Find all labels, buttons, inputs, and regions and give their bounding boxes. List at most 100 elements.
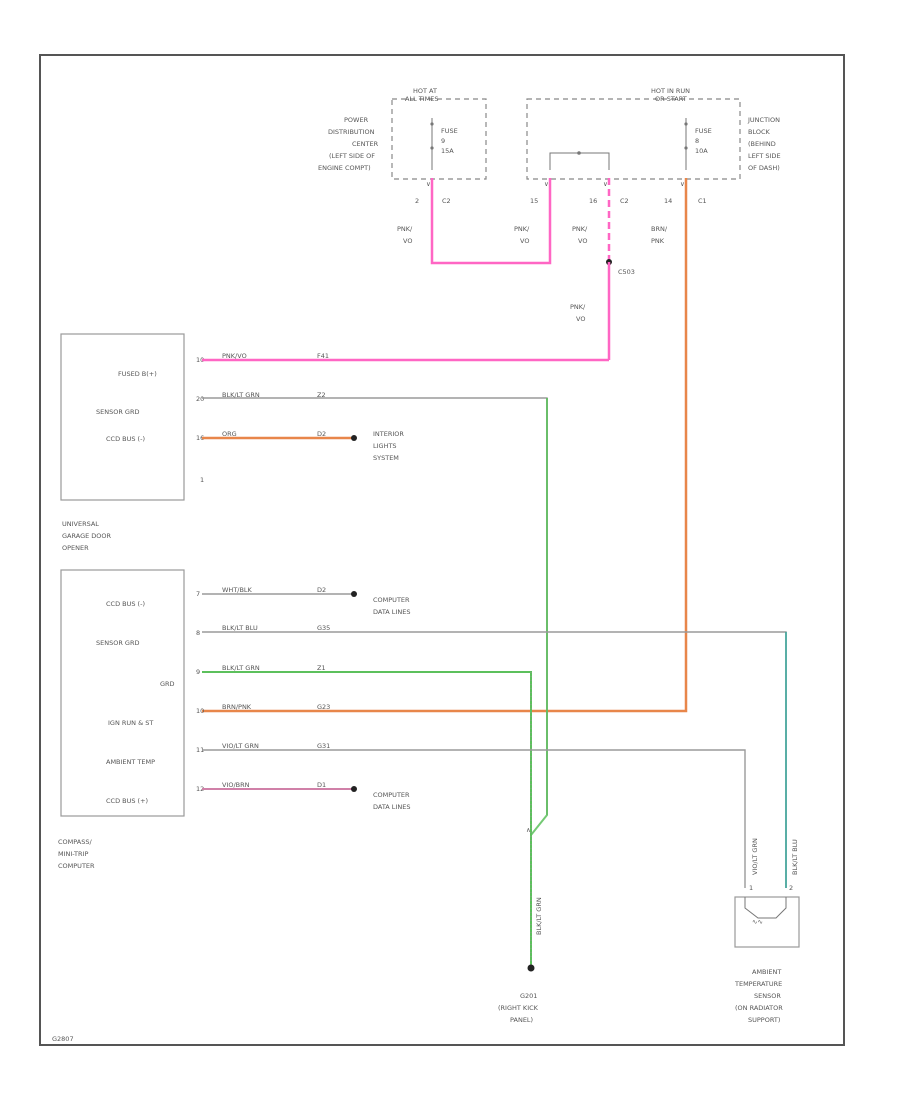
- trip-wire-color-2: BLK/LT BLU: [222, 624, 258, 632]
- ugdo-pin-num-2: 20: [196, 395, 204, 403]
- wire-ugdo-sensor-grd-green: [530, 398, 548, 836]
- trip-name-3: COMPUTER: [58, 862, 95, 870]
- trip-pin-num-3: 9: [196, 668, 200, 676]
- jb-desc-5: OF DASH): [748, 164, 780, 172]
- trip-name-1: COMPASS/: [58, 838, 92, 846]
- ugdo-name-1: UNIVERSAL: [62, 520, 99, 528]
- svg-text:∨: ∨: [680, 180, 685, 188]
- trip-wire-color-5: VIO/LT GRN: [222, 742, 259, 750]
- ugdo-pin-fused-b: FUSED B(+): [118, 370, 157, 378]
- ugdo-pin-ccd-bus: CCD BUS (-): [106, 435, 145, 443]
- jb-pin-14: 14: [664, 197, 672, 205]
- sensor-wire-b: BLK/LT BLU: [791, 839, 799, 875]
- wire-label-brn: BRN/: [651, 225, 668, 233]
- sensor-label-1: AMBIENT: [752, 968, 781, 976]
- wire-brn-pnk: [202, 178, 688, 713]
- sensor-pin-1: 1: [749, 884, 753, 892]
- ugdo-circuit-3: D2: [317, 430, 326, 438]
- jb-pin-15: 15: [530, 197, 538, 205]
- jb-connector-c2: C2: [620, 197, 629, 205]
- svg-text:∨: ∨: [544, 180, 549, 188]
- interior-label-2: LIGHTS: [373, 442, 397, 450]
- sensor-pin-2: 2: [789, 884, 793, 892]
- wire-label-pnk-brn: PNK: [651, 237, 665, 245]
- trip-wire-color-3: BLK/LT GRN: [222, 664, 260, 672]
- wire-label-vo-2: VO: [520, 237, 529, 245]
- sensor-wire-a: VIO/LT GRN: [751, 838, 759, 875]
- jb-fuse-rating: 10A: [695, 147, 708, 155]
- trip-pin-num-2: 8: [196, 629, 200, 637]
- ugdo-name-2: GARAGE DOOR: [62, 532, 112, 540]
- pdc-desc-1: POWER: [344, 116, 369, 124]
- trip-pin-grd: GRD: [160, 680, 175, 688]
- ugdo-wire-color-3: ORG: [222, 430, 237, 438]
- trip-circuit-5: G31: [317, 742, 330, 750]
- wire-label-pnk-3: PNK/: [572, 225, 588, 233]
- pdc-header-line-1: HOT AT: [413, 87, 437, 95]
- ugdo-pin-num-1: 10: [196, 356, 204, 364]
- jb-pin-16: 16: [589, 197, 597, 205]
- splice-c503-label: C503: [618, 268, 635, 276]
- wire-trip-grd: [202, 671, 532, 835]
- ground-g201-dot: [527, 964, 535, 972]
- trip-pin-ambient: AMBIENT TEMP: [106, 758, 155, 766]
- trip-computer-module: CCD BUS (-) SENSOR GRD GRD IGN RUN & ST …: [58, 569, 204, 870]
- wire-pink-pdc-jb: [430, 178, 552, 265]
- ugdo-module: FUSED B(+) SENSOR GRD CCD BUS (-) 10 20 …: [60, 333, 204, 552]
- wire-label-pnk-2: PNK/: [514, 225, 530, 233]
- sensor-label-3: SENSOR: [754, 992, 781, 1000]
- wire-trip-sensor-grd: [202, 631, 787, 888]
- trip-pin-sensor-grd: SENSOR GRD: [96, 639, 139, 647]
- svg-text:∨: ∨: [603, 180, 608, 188]
- sensor-label-2: TEMPERATURE: [734, 980, 782, 988]
- wire-label-vo-4: VO: [576, 315, 585, 323]
- diagram-frame: [39, 54, 845, 1046]
- jb-desc-2: BLOCK: [748, 128, 771, 136]
- pdc-desc-2: DISTRIBUTION: [328, 128, 375, 136]
- jb-fuse-number: 8: [695, 137, 699, 145]
- trip-pin-num-5: 11: [196, 746, 204, 754]
- trip-circuit-6: D1: [317, 781, 326, 789]
- trip-circuit-4: G23: [317, 703, 330, 711]
- wire-label-vo-3: VO: [578, 237, 587, 245]
- ugdo-circuit-1: F41: [317, 352, 329, 360]
- trip-pin-ign: IGN RUN & ST: [108, 719, 153, 727]
- jb-header-line-2: OR START: [655, 95, 687, 103]
- svg-text:∿∿: ∿∿: [752, 918, 763, 926]
- jb-connector-c1: C1: [698, 197, 707, 205]
- jb-desc-4: LEFT SIDE: [748, 152, 781, 160]
- trip-circuit-1: D2: [317, 586, 326, 594]
- ugdo-wire-color-2: BLK/LT GRN: [222, 391, 260, 399]
- diagram-id: G2807: [52, 1035, 74, 1043]
- ground-wire-label: BLK/LT GRN: [535, 897, 543, 935]
- ugdo-circuit-2: Z2: [317, 391, 326, 399]
- pdc-connector: C2: [442, 197, 451, 205]
- ground-label-1: G201: [520, 992, 537, 1000]
- svg-text:∧: ∧: [526, 826, 531, 834]
- ugdo-pin-sensor-grd: SENSOR GRD: [96, 408, 139, 416]
- trip-pin-num-6: 12: [196, 785, 204, 793]
- sensor-label-4: (ON RADIATOR: [735, 1004, 783, 1012]
- data-lines-2b: DATA LINES: [373, 803, 410, 811]
- wire-label-vo-1: VO: [403, 237, 412, 245]
- wire-label-pnk-1: PNK/: [397, 225, 413, 233]
- ugdo-name-3: OPENER: [62, 544, 89, 552]
- trip-circuit-3: Z1: [317, 664, 326, 672]
- ground-label-2: (RIGHT KICK: [498, 1004, 539, 1012]
- jb-desc-1: JUNCTION: [747, 116, 780, 124]
- trip-pin-ccd-minus: CCD BUS (-): [106, 600, 145, 608]
- ugdo-wire-color-1: PNK/VO: [222, 352, 247, 360]
- interior-label-3: SYSTEM: [373, 454, 399, 462]
- interior-label-1: INTERIOR: [373, 430, 404, 438]
- sensor-label-5: SUPPORT): [748, 1016, 780, 1024]
- trip-wire-color-4: BRN/PNK: [222, 703, 252, 711]
- trip-wire-color-6: VIO/BRN: [222, 781, 250, 789]
- jb-desc-3: (BEHIND: [748, 140, 776, 148]
- data-lines-1b: DATA LINES: [373, 608, 410, 616]
- pdc-block: HOT AT ALL TIMES FUSE 9 15A POWER DISTRI…: [318, 87, 487, 205]
- ugdo-pin-num-4: 1: [200, 476, 204, 484]
- data-lines-2a: COMPUTER: [373, 791, 410, 799]
- ambient-temp-sensor: VIO/LT GRN BLK/LT BLU 1 2 ∿∿ AMBIENT TEM…: [734, 838, 800, 1024]
- pdc-header-line-2: ALL TIMES: [405, 95, 438, 103]
